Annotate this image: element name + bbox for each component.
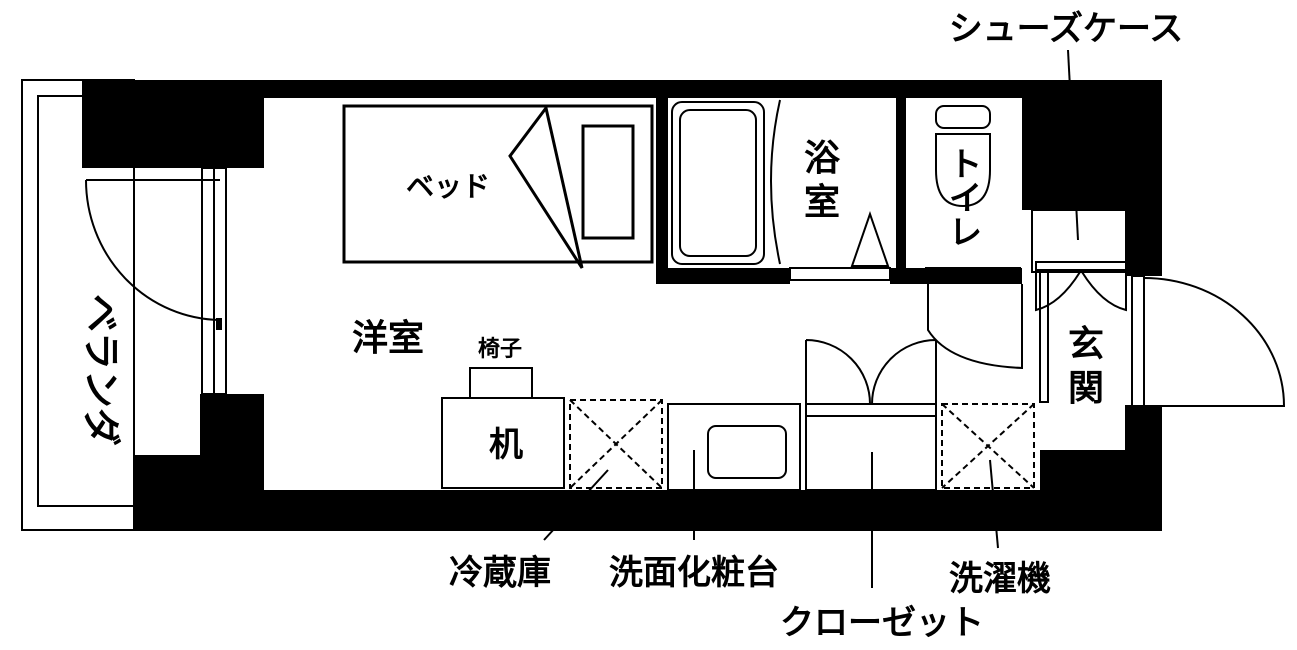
entrance-door-swing: [1143, 277, 1286, 407]
balcony-window: [85, 167, 227, 395]
closet-door-left-swing: [805, 339, 871, 405]
wall-bottom: [134, 490, 1162, 531]
shoe-case-rail: [1035, 261, 1127, 271]
refrigerator-space: [569, 399, 663, 489]
entrance-step: [1039, 271, 1049, 403]
toilet-wall-bottom: [906, 268, 1022, 284]
wall-right-upper: [1125, 80, 1162, 276]
closet-door-right-swing: [871, 339, 937, 405]
refrigerator-outline: [569, 399, 663, 489]
washer-leader: [989, 459, 999, 549]
desk: [441, 397, 565, 489]
washer-outline: [941, 403, 1035, 489]
bathroom: 浴 室 浴室: [656, 98, 926, 284]
toilet-tank: [935, 105, 991, 129]
bed: ベッド: [342, 104, 654, 269]
shoe-case-leader: [1067, 49, 1079, 241]
toilet: トイレ: [906, 105, 1023, 370]
washer-label: 洗濯機: [949, 559, 1051, 599]
toilet-door-swing: [927, 284, 1023, 370]
washer-space: [941, 403, 1035, 489]
bed-frame: [342, 104, 654, 264]
desk-set: 椅子 机: [441, 337, 565, 489]
toilet-door-sill: [925, 267, 1021, 281]
exterior-walls: [82, 80, 1162, 531]
western-room-label: 洋室: [352, 318, 424, 359]
bathtub-inner: [679, 109, 757, 257]
entrance-label-2: 関: [1068, 368, 1104, 409]
chair: [469, 367, 533, 399]
leader-lines: [543, 49, 1079, 588]
closet-label: クローゼット: [780, 603, 984, 643]
pillow: [581, 124, 635, 240]
bathroom-door-sill: [789, 267, 891, 281]
balcony-door-swing: [85, 179, 221, 321]
vanity-counter: [667, 403, 801, 491]
entrance-door-frame: [1131, 275, 1145, 407]
bathroom-label-1: 浴: [804, 138, 841, 179]
bathroom-wall-left: [656, 98, 668, 284]
vanity-sink: [707, 425, 787, 479]
toilet-label: トイレ: [942, 146, 982, 248]
balcony-label: ベランダ: [79, 294, 123, 446]
toilet-bowl: [935, 133, 991, 208]
vanity: [667, 403, 801, 491]
entrance: 玄 関 玄関: [1031, 209, 1286, 409]
refrigerator-label: 冷蔵庫: [449, 553, 551, 593]
wall-right-lower: [1125, 405, 1162, 531]
closet-rail: [805, 403, 937, 417]
shoe-case-label: シューズケース: [949, 9, 1184, 49]
entrance-label-1: 玄: [1068, 324, 1104, 365]
bed-blanket-fold: [508, 104, 584, 269]
bathroom-label-2: 室: [804, 182, 840, 223]
bathtub-curve: [770, 99, 781, 265]
shoe-case-doors: [1035, 271, 1127, 312]
bathtub: [671, 101, 765, 265]
wall-top: [82, 80, 1162, 98]
vanity-label: 洗面化粧台: [609, 553, 779, 593]
bathroom-toilet-partition: [896, 98, 906, 284]
desk-label: 机: [489, 425, 523, 465]
bathroom-wall-bottom-left: [656, 268, 790, 284]
bed-label: ベッド: [406, 170, 490, 203]
bathroom-drain-mark: [850, 210, 890, 267]
refrigerator-leader: [543, 469, 609, 541]
chair-label: 椅子: [478, 337, 522, 362]
window-handle: [216, 318, 222, 330]
